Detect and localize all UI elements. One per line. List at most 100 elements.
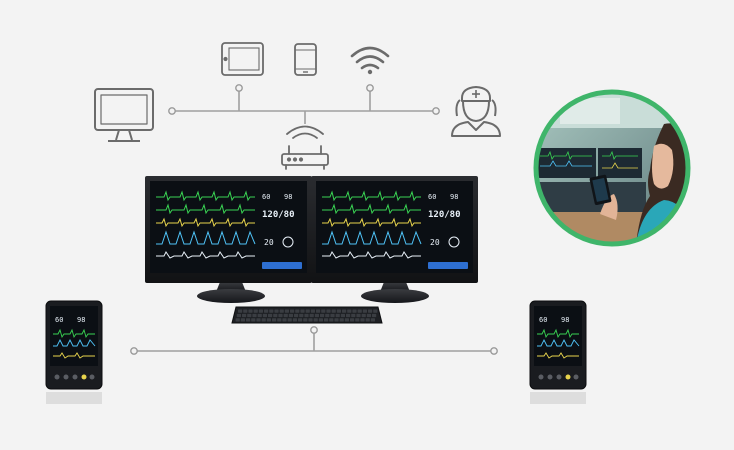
- keyboard-key: [372, 313, 377, 318]
- wifi-router-icon: [281, 125, 329, 170]
- bedside-monitor-right: 60 98: [529, 300, 587, 404]
- keyboard-key: [368, 309, 373, 313]
- keyboard-key: [279, 309, 284, 313]
- keyboard-key: [346, 313, 351, 318]
- keyboard-key: [321, 309, 326, 313]
- keyboard-key: [360, 318, 365, 322]
- keyboard-key: [294, 313, 299, 318]
- keyboard-key: [300, 309, 305, 313]
- keyboard-key: [299, 313, 304, 318]
- keyboard-key: [264, 309, 269, 313]
- keyboard-key: [258, 309, 263, 313]
- central-monitor-right: 60 98 120/80 20: [311, 176, 478, 303]
- keyboard-key: [309, 313, 314, 318]
- keyboard-key: [334, 318, 339, 322]
- keyboard-key: [235, 318, 240, 322]
- spo2-value: 98: [77, 316, 85, 324]
- bus-node: [432, 107, 440, 115]
- keyboard-key: [292, 318, 297, 322]
- keyboard-key: [366, 313, 371, 318]
- keyboard-key: [283, 313, 288, 318]
- photo-ring: [533, 89, 691, 247]
- vitals-panel: 60 98 120/80 20: [428, 193, 468, 269]
- keyboard-key: [339, 318, 344, 322]
- keyboard-key: [238, 309, 243, 313]
- keyboard-key: [248, 309, 253, 313]
- spo2-value: 98: [284, 193, 292, 201]
- central-monitor-left: 60 98 120/80 20: [145, 176, 312, 303]
- top-bus-nodes: [168, 84, 440, 115]
- bus-node: [168, 107, 176, 115]
- keyboard-key: [298, 318, 303, 322]
- keyboard-key: [340, 313, 345, 318]
- wifi-icon: [350, 46, 390, 75]
- keyboard-key: [236, 313, 241, 318]
- keyboard-key: [295, 309, 300, 313]
- keyboard-key: [272, 318, 277, 322]
- clinician-viewing-smartphone-photo: [533, 89, 691, 247]
- nibp-value: 120/80: [428, 210, 461, 220]
- keyboard: [231, 306, 383, 324]
- keyboard-key: [274, 309, 279, 313]
- keyboard-key: [320, 313, 325, 318]
- keyboard-key: [273, 313, 278, 318]
- keyboard-key: [304, 313, 309, 318]
- keyboard-key: [288, 313, 293, 318]
- keyboard-key: [257, 313, 262, 318]
- status-bar: [262, 262, 302, 269]
- keyboard-key: [305, 309, 310, 313]
- keyboard-key: [242, 313, 247, 318]
- vitals-panel: 60 98 120/80 20: [262, 193, 302, 269]
- keyboard-key: [342, 309, 347, 313]
- keyboard-key: [335, 313, 340, 318]
- keyboard-key: [351, 313, 356, 318]
- keyboard-key: [253, 309, 258, 313]
- hr-value: 60: [55, 316, 63, 324]
- keyboard-key: [347, 309, 352, 313]
- bus-node: [130, 347, 138, 355]
- keyboard-key: [262, 313, 267, 318]
- keyboard-key: [330, 313, 335, 318]
- keyboard-key: [331, 309, 336, 313]
- keyboard-key: [303, 318, 308, 322]
- keyboard-key: [357, 309, 362, 313]
- keyboard-key: [324, 318, 329, 322]
- keyboard-key: [361, 313, 366, 318]
- keyboard-key: [356, 313, 361, 318]
- keyboard-key: [329, 318, 334, 322]
- resp-value: 20: [264, 238, 274, 247]
- desktop-computer-icon: [94, 88, 154, 142]
- resp-value: 20: [430, 238, 440, 247]
- keyboard-key: [287, 318, 292, 322]
- keyboard-key: [350, 318, 355, 322]
- keyboard-key: [365, 318, 370, 322]
- bus-node: [490, 347, 498, 355]
- hr-value: 60: [262, 193, 270, 201]
- nibp-value: 120/80: [262, 210, 295, 220]
- keyboard-key: [277, 318, 282, 322]
- keyboard-key: [251, 318, 256, 322]
- tablet-icon: [221, 42, 264, 76]
- keyboard-key: [326, 309, 331, 313]
- keyboard-key: [243, 309, 248, 313]
- smartphone-icon: [294, 43, 317, 76]
- monitor-stand-base: [197, 289, 265, 303]
- keyboard-key: [355, 318, 360, 322]
- keyboard-key: [362, 309, 367, 313]
- keyboard-key: [314, 313, 319, 318]
- keyboard-key: [318, 318, 323, 322]
- top-network-connectors: [172, 88, 436, 124]
- waveform-panel: [322, 190, 422, 259]
- keyboard-key: [313, 318, 318, 322]
- keyboard-key: [316, 309, 321, 313]
- keyboard-key: [352, 309, 357, 313]
- keyboard-key: [266, 318, 271, 322]
- keyboard-keys: [235, 309, 378, 322]
- keyboard-key: [278, 313, 283, 318]
- doctor-nurse-icon: [451, 86, 501, 137]
- keyboard-key: [325, 313, 330, 318]
- spo2-value: 98: [450, 193, 458, 201]
- keyboard-key: [373, 309, 378, 313]
